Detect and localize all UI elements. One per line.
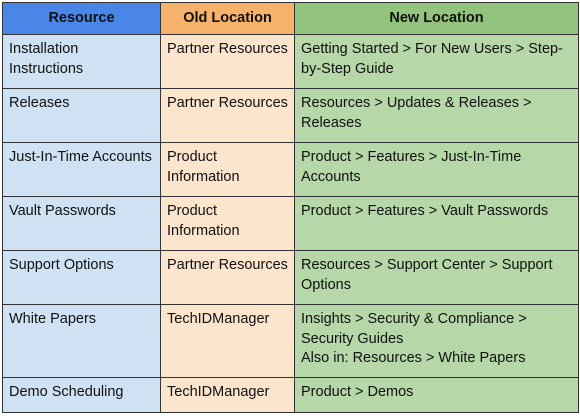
- new-location-line: Product > Features > Vault Passwords: [301, 203, 549, 219]
- table-row: Support Options Partner Resources Resour…: [2, 250, 579, 305]
- cell-new-location: Getting Started > For New Users > Step-b…: [294, 34, 579, 89]
- new-location-line: Resources > Updates & Releases > Release…: [301, 95, 532, 131]
- cell-new-location: Product > Features > Vault Passwords: [294, 196, 579, 251]
- cell-old-location: TechIDManager: [160, 377, 295, 413]
- new-location-alt-line: Also in: Resources > White Papers: [301, 350, 526, 366]
- table-row: White Papers TechIDManager Insights > Se…: [2, 304, 579, 378]
- table-row: Vault Passwords Product Information Prod…: [2, 196, 579, 251]
- new-location-line: Insights > Security & Compliance > Secur…: [301, 311, 527, 347]
- new-location-line: Getting Started > For New Users > Step-b…: [301, 41, 563, 77]
- cell-resource: Releases: [2, 88, 161, 143]
- new-location-line: Product > Demos: [301, 384, 414, 400]
- cell-new-location: Insights > Security & Compliance > Secur…: [294, 304, 579, 378]
- table-row: Installation Instructions Partner Resour…: [2, 34, 579, 89]
- cell-new-location: Resources > Updates & Releases > Release…: [294, 88, 579, 143]
- cell-new-location: Resources > Support Center > Support Opt…: [294, 250, 579, 305]
- cell-resource: Support Options: [2, 250, 161, 305]
- table-row: Just-In-Time Accounts Product Informatio…: [2, 142, 579, 197]
- cell-old-location: TechIDManager: [160, 304, 295, 378]
- header-old-location: Old Location: [160, 2, 295, 35]
- cell-resource: Demo Scheduling: [2, 377, 161, 413]
- cell-resource: Installation Instructions: [2, 34, 161, 89]
- cell-resource: Just-In-Time Accounts: [2, 142, 161, 197]
- cell-resource: White Papers: [2, 304, 161, 378]
- new-location-line: Product > Features > Just-In-Time Accoun…: [301, 149, 522, 185]
- table-row: Releases Partner Resources Resources > U…: [2, 88, 579, 143]
- cell-old-location: Partner Resources: [160, 88, 295, 143]
- cell-new-location: Product > Features > Just-In-Time Accoun…: [294, 142, 579, 197]
- cell-old-location: Partner Resources: [160, 34, 295, 89]
- cell-old-location: Product Information: [160, 196, 295, 251]
- cell-new-location: Product > Demos: [294, 377, 579, 413]
- header-row: Resource Old Location New Location: [2, 2, 579, 35]
- header-new-location: New Location: [294, 2, 579, 35]
- table-row: Demo Scheduling TechIDManager Product > …: [2, 377, 579, 413]
- new-location-line: Resources > Support Center > Support Opt…: [301, 257, 553, 293]
- cell-resource: Vault Passwords: [2, 196, 161, 251]
- cell-old-location: Partner Resources: [160, 250, 295, 305]
- header-resource: Resource: [2, 2, 161, 35]
- cell-old-location: Product Information: [160, 142, 295, 197]
